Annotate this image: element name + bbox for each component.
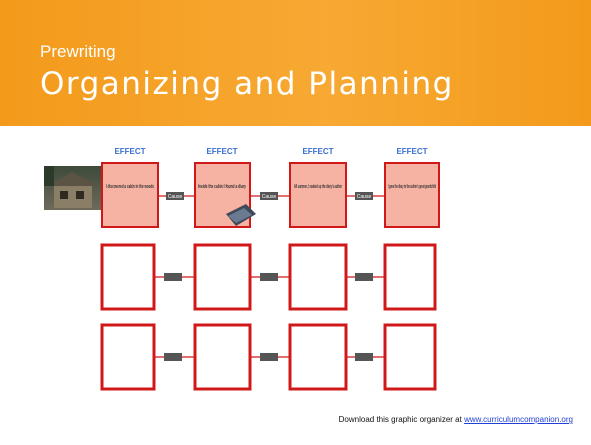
effect-cell-4: I gave the diary to the author's great-g… xyxy=(384,162,440,228)
arrow-label: Cause xyxy=(262,194,277,200)
cabin-photo xyxy=(44,166,102,210)
empty-cell xyxy=(193,323,252,391)
download-note-text: Download this graphic organizer at xyxy=(338,415,465,424)
effect-label-4: EFFECT xyxy=(396,147,427,156)
download-note: Download this graphic organizer at www.c… xyxy=(339,415,573,424)
diary-image xyxy=(226,204,256,226)
effect-label-1: EFFECT xyxy=(114,147,145,156)
empty-cell xyxy=(288,243,348,311)
arrow-label: Cause xyxy=(168,194,183,200)
empty-cell xyxy=(383,323,437,391)
effect-cell-3: All summer, I soaked up the diary's auth… xyxy=(289,162,347,228)
row3-cells xyxy=(100,323,437,391)
curriculum-companion-link[interactable]: www.curriculumcompanion.org xyxy=(464,415,573,424)
title-bar: Prewriting Organizing and Planning xyxy=(0,0,591,126)
row1-arrows: Cause Cause Cause xyxy=(158,192,384,200)
empty-cell xyxy=(100,243,156,311)
empty-cell xyxy=(383,243,437,311)
effect-cell-4-text: I gave the diary to the author's great-g… xyxy=(388,184,436,190)
effect-label-3: EFFECT xyxy=(302,147,333,156)
effect-cell-2-text: Inside the cabin I found a diary xyxy=(198,184,246,190)
empty-cell xyxy=(288,323,348,391)
effect-cell-1-text: I discovered a cabin in the woods xyxy=(106,184,154,190)
empty-cell xyxy=(193,243,252,311)
effect-cell-1: I discovered a cabin in the woods xyxy=(101,162,159,228)
effect-cell-3-text: All summer, I soaked up the diary's auth… xyxy=(294,184,342,190)
empty-cell xyxy=(100,323,156,391)
arrow-label: Cause xyxy=(357,194,372,200)
slide-title: Organizing and Planning xyxy=(40,66,454,102)
row2-cells xyxy=(100,243,437,311)
effect-label-2: EFFECT xyxy=(206,147,237,156)
effect-cell-2: Inside the cabin I found a diary xyxy=(194,162,251,228)
slide-subtitle: Prewriting xyxy=(40,42,116,61)
graphic-organizer: EFFECT EFFECT EFFECT EFFECT I discovered… xyxy=(44,147,440,391)
